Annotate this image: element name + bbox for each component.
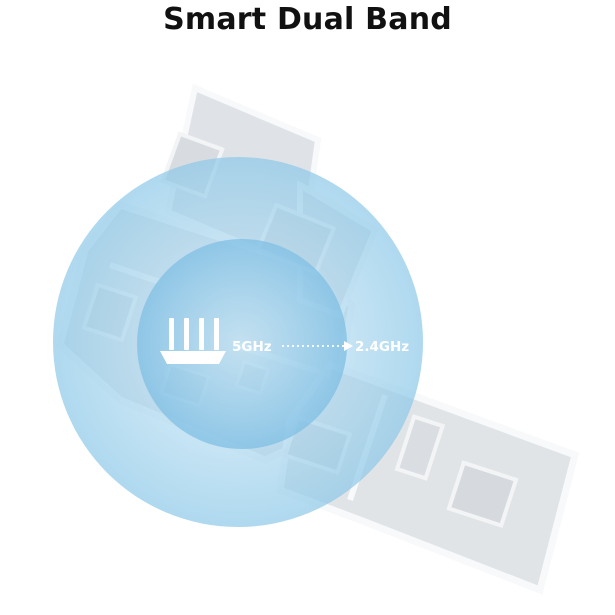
arrow-right-icon xyxy=(344,341,353,351)
label-5ghz: 5GHz xyxy=(232,339,272,355)
label-2-4ghz: 2.4GHz xyxy=(355,339,409,355)
page-title: Smart Dual Band xyxy=(163,2,452,37)
inner-coverage-circle xyxy=(137,239,347,449)
router-icon xyxy=(160,318,226,364)
